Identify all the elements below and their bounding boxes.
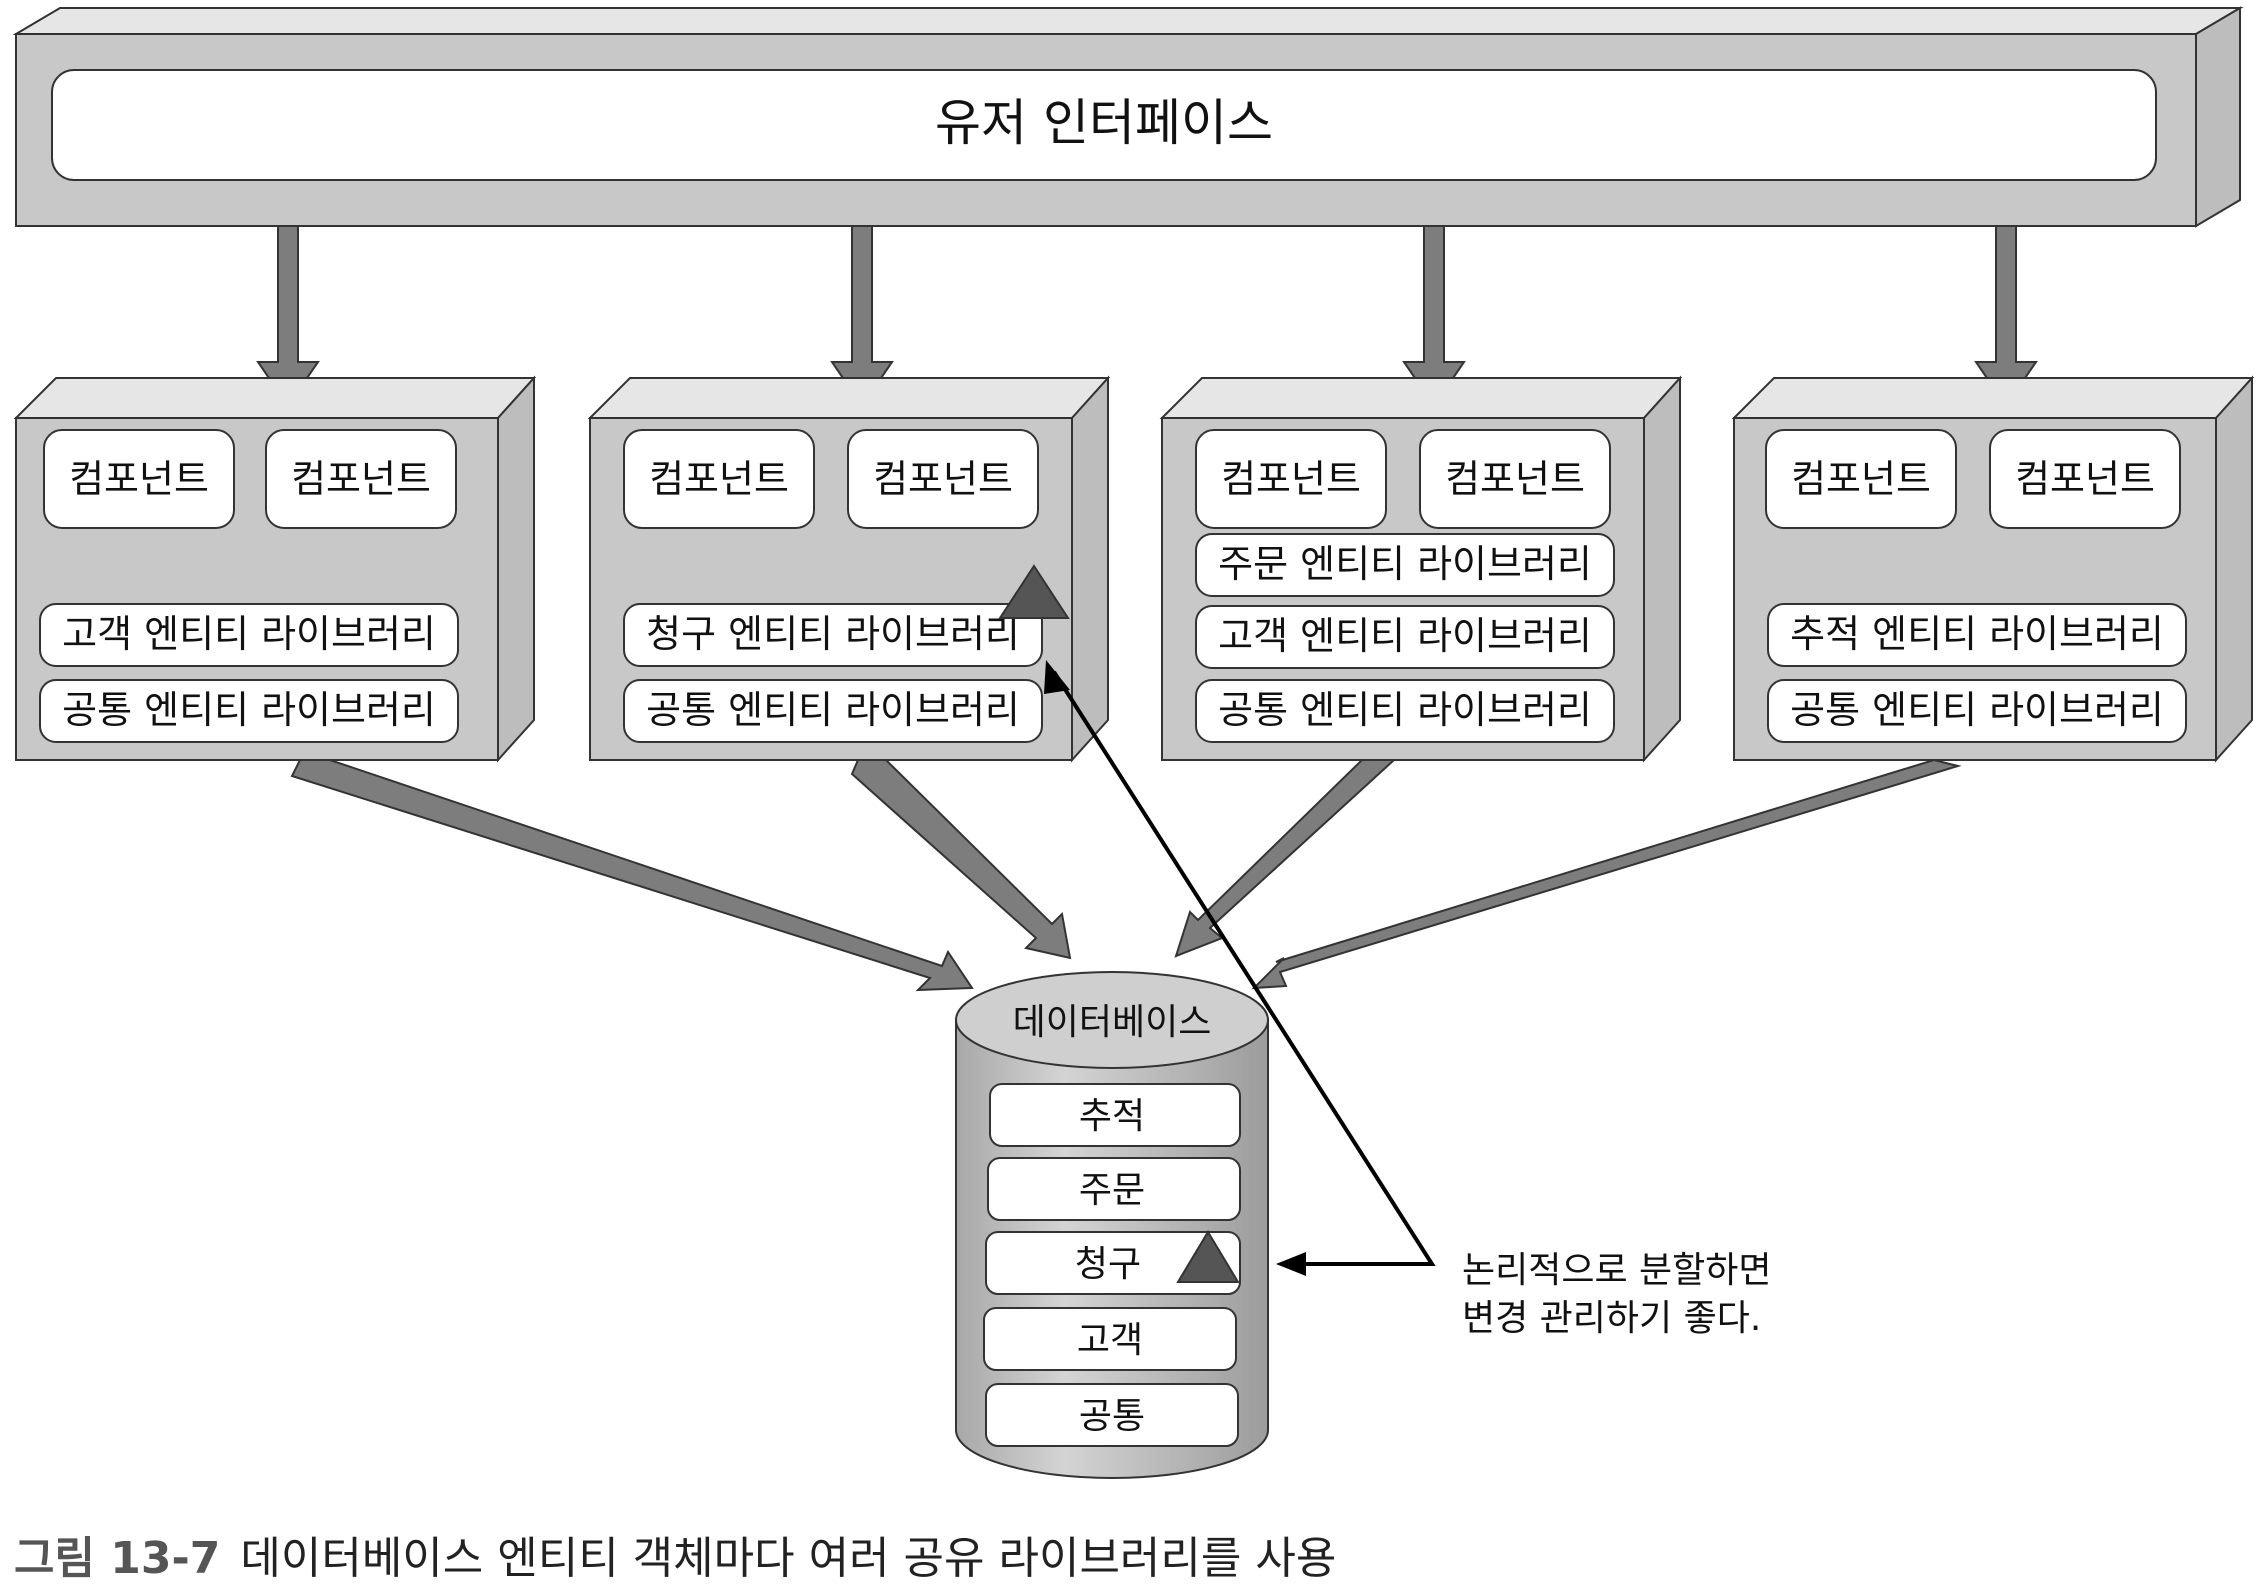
library-box xyxy=(1767,679,2187,743)
library-box xyxy=(39,679,459,743)
component-box xyxy=(1989,429,2181,529)
component-label: 컴포넌트 xyxy=(291,457,431,501)
library-label: 공통 엔티티 라이브러리 xyxy=(646,688,1020,732)
db-table-box xyxy=(985,1231,1241,1295)
ui-label: 유저 인터페이스 xyxy=(935,94,1273,152)
component-label: 컴포넌트 xyxy=(873,457,1013,501)
change-marker-triangle xyxy=(1176,1230,1240,1283)
library-label: 고객 엔티티 라이브러리 xyxy=(62,612,436,656)
module-to-db-arrow-2 xyxy=(850,759,1072,960)
db-table-box xyxy=(987,1157,1241,1221)
annotation-arrowhead-up xyxy=(1044,660,1070,694)
database-cylinder: 데이터베이스 추적 주문 청구 고객 공통 xyxy=(955,971,1269,1479)
component-box xyxy=(1195,429,1387,529)
note-line-2: 변경 관리하기 좋다. xyxy=(1462,1298,1761,1339)
component-box xyxy=(847,429,1039,529)
module-to-db-arrow-3 xyxy=(1174,759,1397,958)
module-3: 컴포넌트 컴포넌트 주문 엔티티 라이브러리 고객 엔티티 라이브러리 공통 엔… xyxy=(1159,375,1683,763)
library-label: 공통 엔티티 라이브러리 xyxy=(62,688,436,732)
library-box xyxy=(1767,603,2187,667)
db-table-box xyxy=(985,1383,1239,1447)
library-box xyxy=(1195,679,1615,743)
component-label: 컴포넌트 xyxy=(649,457,789,501)
library-box xyxy=(1195,533,1615,597)
db-table-label: 추적 xyxy=(1079,1096,1145,1137)
module-1: 컴포넌트 컴포넌트 고객 엔티티 라이브러리 공통 엔티티 라이브러리 xyxy=(13,375,537,763)
library-label: 주문 엔티티 라이브러리 xyxy=(1218,542,1592,586)
library-label: 청구 엔티티 라이브러리 xyxy=(646,612,1020,656)
component-box xyxy=(43,429,235,529)
db-table-label: 고객 xyxy=(1077,1320,1143,1361)
architecture-diagram: 유저 인터페이스 컴포넌트 컴포넌트 고객 엔티티 라이브러리 공통 엔티티 라… xyxy=(12,6,2255,1479)
component-box xyxy=(1765,429,1957,529)
db-arrows xyxy=(290,758,1962,992)
module-to-db-arrow-1 xyxy=(290,759,974,992)
annotation-note: 논리적으로 분할하면 변경 관리하기 좋다. xyxy=(1462,1250,1772,1339)
library-label: 공통 엔티티 라이브러리 xyxy=(1218,688,1592,732)
db-table-box xyxy=(983,1307,1237,1371)
db-table-label: 주문 xyxy=(1079,1170,1145,1211)
change-marker-triangle xyxy=(998,564,1070,619)
library-box xyxy=(623,679,1043,743)
component-box xyxy=(265,429,457,529)
component-label: 컴포넌트 xyxy=(69,457,209,501)
figure-caption: 그림 13-7 데이터베이스 엔티티 객체마다 여러 공유 라이브러리를 사용 xyxy=(14,1522,1336,1586)
db-table-label: 공통 xyxy=(1079,1396,1145,1437)
component-box xyxy=(1419,429,1611,529)
component-label: 컴포넌트 xyxy=(1445,457,1585,501)
library-label: 추적 엔티티 라이브러리 xyxy=(1790,612,2164,656)
caption-text: 데이터베이스 엔티티 객체마다 여러 공유 라이브러리를 사용 xyxy=(240,1533,1337,1584)
module-4: 컴포넌트 컴포넌트 추적 엔티티 라이브러리 공통 엔티티 라이브러리 xyxy=(1731,375,2255,763)
db-table-box xyxy=(989,1083,1241,1147)
annotation-arrowhead-left xyxy=(1276,1252,1306,1276)
database-title: 데이터베이스 xyxy=(1013,1002,1212,1043)
note-line-1: 논리적으로 분할하면 xyxy=(1462,1250,1772,1291)
component-label: 컴포넌트 xyxy=(1221,457,1361,501)
module-2: 컴포넌트 컴포넌트 청구 엔티티 라이브러리 공통 엔티티 라이브러리 xyxy=(587,375,1111,763)
library-label: 공통 엔티티 라이브러리 xyxy=(1790,688,2164,732)
ui-label-box xyxy=(51,69,2157,181)
library-box xyxy=(1195,605,1615,669)
annotation-connector xyxy=(1044,660,1436,1276)
library-box xyxy=(623,603,1043,667)
ui-layer: 유저 인터페이스 xyxy=(12,6,2244,228)
component-label: 컴포넌트 xyxy=(2015,457,2155,501)
library-box xyxy=(39,603,459,667)
figure-number: 그림 13-7 xyxy=(14,1533,221,1584)
component-label: 컴포넌트 xyxy=(1791,457,1931,501)
module-to-db-arrow-4 xyxy=(1251,758,1962,990)
ui-arrows xyxy=(256,225,2038,408)
component-box xyxy=(623,429,815,529)
library-label: 고객 엔티티 라이브러리 xyxy=(1218,614,1592,658)
db-table-label: 청구 xyxy=(1075,1244,1141,1285)
